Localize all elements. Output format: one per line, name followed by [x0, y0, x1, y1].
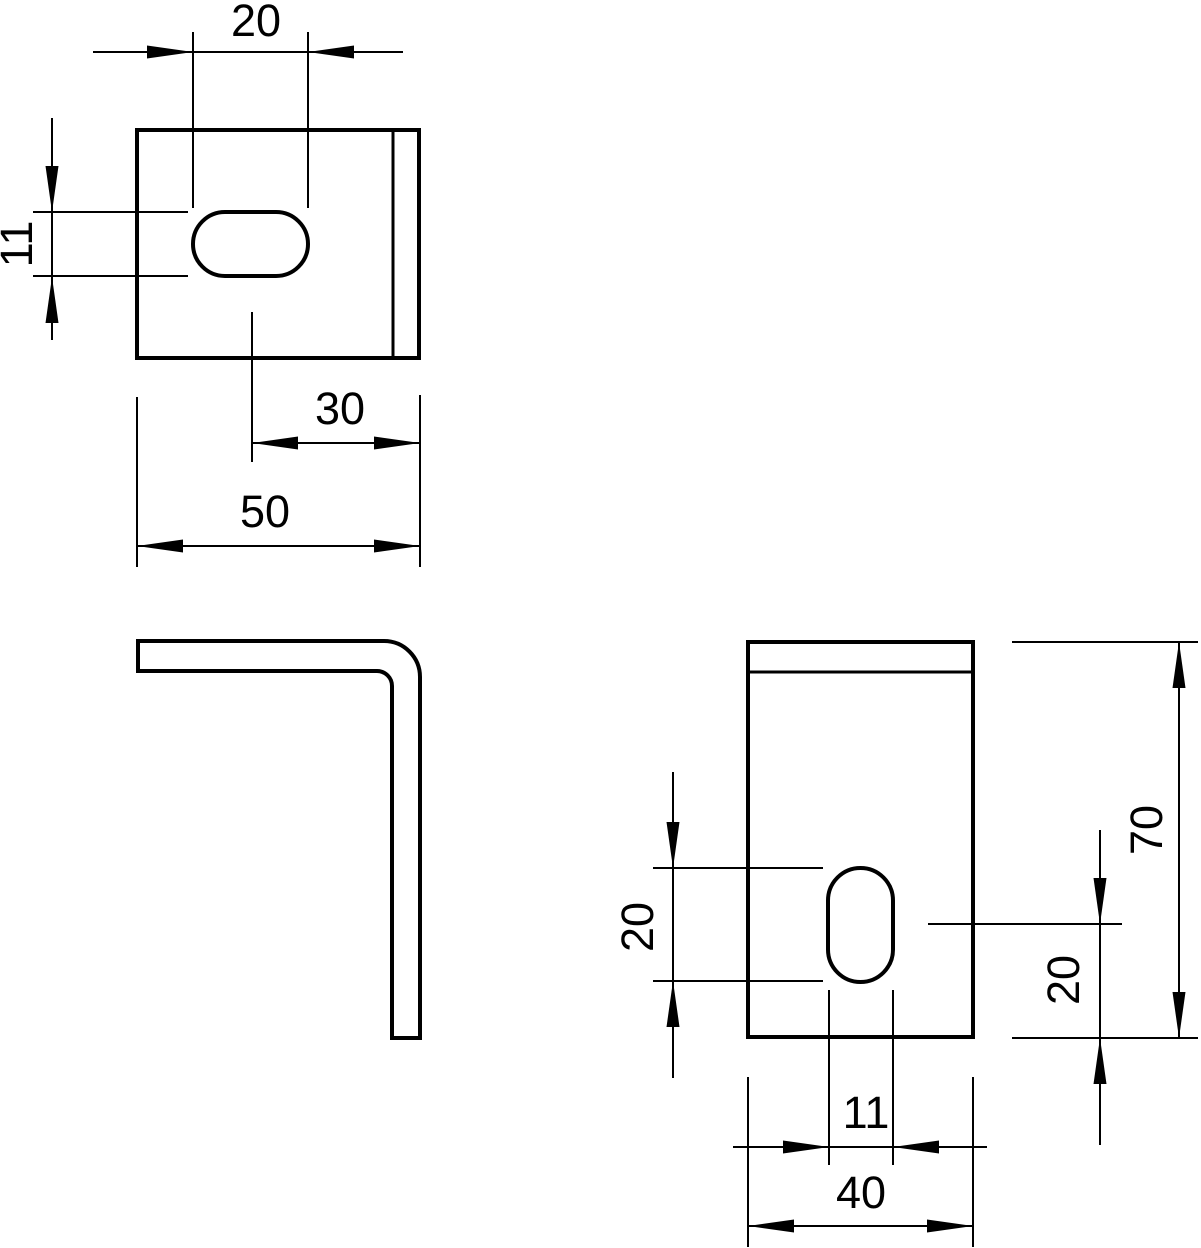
arrowhead-left	[252, 436, 298, 450]
arrowhead-left	[748, 1219, 794, 1233]
dim-label: 20	[1038, 955, 1089, 1005]
dim-front-slot-position: 20	[928, 830, 1122, 1145]
arrowhead-down	[666, 822, 680, 868]
arrowhead-up	[1093, 1038, 1107, 1084]
dim-front-overall-height: 70	[1012, 641, 1198, 1039]
dim-front-overall-width: 40	[747, 1077, 974, 1247]
arrowhead-up	[1172, 642, 1186, 688]
dim-label: 20	[231, 0, 281, 46]
top-view-plate-outline	[135, 128, 421, 360]
side-profile-outline	[136, 639, 422, 1040]
arrowhead-right	[374, 539, 420, 553]
dim-front-slot-width: 11	[733, 990, 987, 1165]
arrowhead-down	[45, 166, 59, 212]
arrowhead-left	[893, 1140, 939, 1154]
dim-label: 40	[836, 1167, 886, 1218]
dim-top-slot-height: 11	[0, 118, 188, 340]
dim-top-slot-position: 30	[251, 312, 420, 462]
dim-label: 50	[240, 486, 290, 537]
dim-label: 30	[315, 383, 365, 434]
front-view: 20 11 40 70	[612, 640, 1198, 1247]
arrowhead-down	[1093, 878, 1107, 924]
dim-label: 70	[1121, 805, 1172, 855]
dim-label: 20	[612, 902, 663, 952]
dim-label: 11	[843, 1087, 890, 1138]
arrowhead-right	[927, 1219, 973, 1233]
dim-top-slot-width: 20	[93, 0, 403, 208]
arrowhead-up	[666, 981, 680, 1027]
side-profile-view	[136, 639, 422, 1040]
arrowhead-down	[1172, 992, 1186, 1038]
front-view-slot-hole	[826, 866, 895, 984]
dim-label: 11	[0, 221, 42, 268]
top-view: 20 11 30 50	[0, 0, 421, 567]
arrowhead-right	[783, 1140, 829, 1154]
arrowhead-left	[308, 45, 354, 59]
dim-top-overall-width: 50	[136, 395, 421, 567]
front-view-plate-outline	[746, 640, 975, 1039]
top-view-slot-hole	[191, 210, 310, 278]
dim-front-slot-height: 20	[612, 772, 823, 1078]
arrowhead-left	[137, 539, 183, 553]
arrowhead-right	[374, 436, 420, 450]
arrowhead-right	[147, 45, 193, 59]
arrowhead-up	[45, 277, 59, 323]
